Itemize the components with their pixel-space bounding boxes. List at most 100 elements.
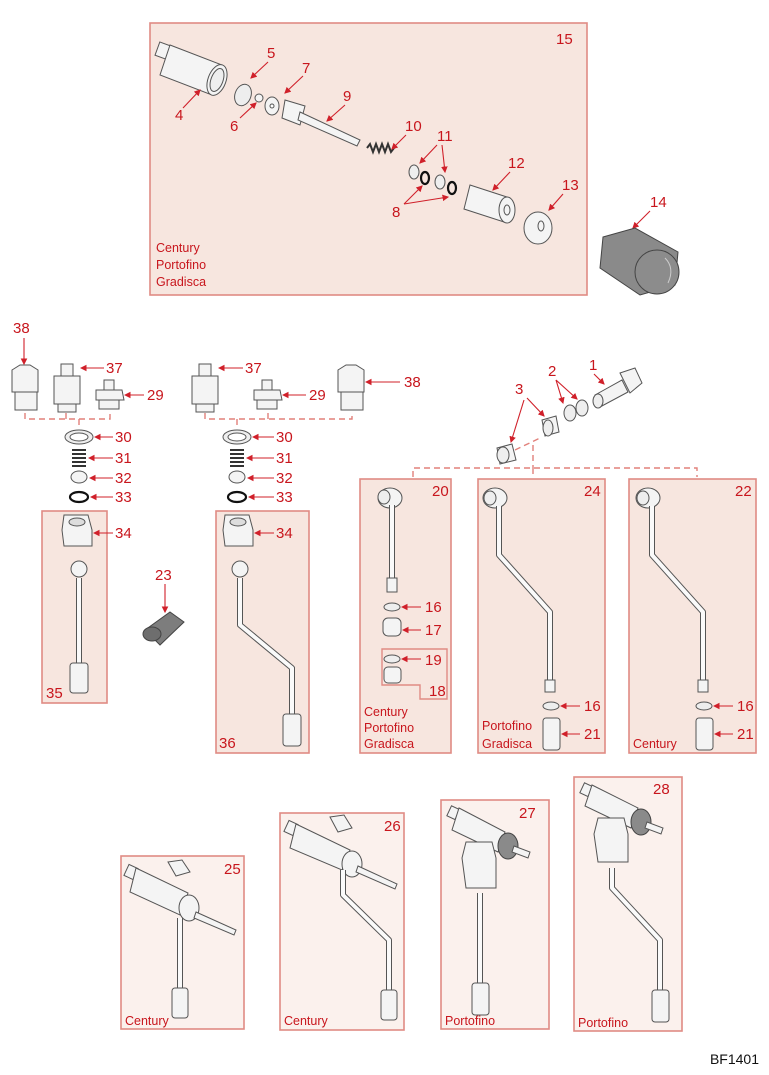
callout-33: 33 bbox=[115, 489, 132, 506]
part-38-adapter bbox=[337, 364, 365, 411]
model-century: Century bbox=[125, 1014, 170, 1028]
group-27: 27 Portofino bbox=[440, 799, 550, 1030]
part-8-oring bbox=[419, 170, 431, 186]
part-33-oring bbox=[68, 490, 90, 504]
part-32-valve-cup bbox=[228, 470, 246, 484]
part-8-oring bbox=[446, 180, 458, 196]
callout-25: 25 bbox=[224, 861, 241, 878]
model-portofino: Portofino bbox=[578, 1016, 628, 1030]
part-13-cap-nut bbox=[523, 211, 553, 245]
callout-30: 30 bbox=[115, 429, 132, 446]
group-28: 28 Portofino bbox=[573, 776, 683, 1032]
callout-34: 34 bbox=[276, 525, 293, 542]
part-16-ring bbox=[542, 701, 560, 711]
connector-dashed bbox=[24, 413, 111, 420]
part-4-valve-body bbox=[154, 41, 228, 96]
callout-38: 38 bbox=[13, 320, 30, 337]
part-17-nut bbox=[382, 617, 402, 637]
model-gradisca: Gradisca bbox=[364, 737, 414, 751]
part-9-stem bbox=[281, 99, 361, 147]
part-5-gasket bbox=[234, 83, 252, 107]
left-fitting-set: 38 37 29 30 31 32 bbox=[11, 320, 164, 704]
part-32-valve-cup bbox=[70, 470, 88, 484]
group-15: 15 Century Portofino Gradisca bbox=[149, 22, 588, 296]
callout-14: 14 bbox=[650, 194, 667, 211]
group-26: 26 Century bbox=[279, 812, 405, 1031]
callout-33: 33 bbox=[276, 489, 293, 506]
callout-30: 30 bbox=[276, 429, 293, 446]
part-33-oring bbox=[226, 490, 248, 504]
part-12-fitting bbox=[463, 184, 516, 224]
callout-10: 10 bbox=[405, 118, 422, 135]
callout-16: 16 bbox=[425, 599, 442, 616]
model-portofino: Portofino bbox=[156, 258, 206, 272]
callout-15: 15 bbox=[556, 31, 573, 48]
part-11-washer bbox=[408, 164, 420, 180]
model-century: Century bbox=[364, 705, 409, 719]
part-29-adapter bbox=[95, 379, 125, 410]
part-38-adapter bbox=[11, 364, 39, 411]
part-21-sleeve bbox=[695, 717, 714, 751]
part-31-spring bbox=[230, 449, 244, 467]
callout-29: 29 bbox=[147, 387, 164, 404]
callout-24: 24 bbox=[584, 483, 601, 500]
callout-8: 8 bbox=[392, 204, 400, 221]
connector-dashed bbox=[204, 413, 353, 420]
callout-35: 35 bbox=[46, 685, 63, 702]
part-23-clip: 23 bbox=[142, 567, 185, 646]
callout-27: 27 bbox=[519, 805, 536, 822]
inlet-fitting-set: 1 2 3 bbox=[412, 357, 698, 477]
callout-34: 34 bbox=[115, 525, 132, 542]
group-25: 25 Century bbox=[120, 855, 245, 1030]
callout-21: 21 bbox=[584, 726, 601, 743]
callout-3: 3 bbox=[515, 381, 523, 398]
part-10-spring bbox=[366, 141, 395, 155]
part-1-bolt bbox=[592, 367, 643, 409]
part-37-adapter bbox=[53, 363, 81, 413]
group-36: 36 bbox=[215, 510, 310, 754]
callout-16: 16 bbox=[584, 698, 601, 715]
callout-21: 21 bbox=[737, 726, 754, 743]
group-35: 35 bbox=[41, 510, 108, 704]
callout-22: 22 bbox=[735, 483, 752, 500]
part-21-sleeve bbox=[542, 717, 561, 751]
part-16-ring bbox=[383, 602, 401, 612]
group-20: 20 16 17 19 18 Century Portofino Gradisc… bbox=[359, 478, 452, 754]
callout-23: 23 bbox=[155, 567, 172, 584]
callout-31: 31 bbox=[276, 450, 293, 467]
callout-37: 37 bbox=[106, 360, 123, 377]
callout-28: 28 bbox=[653, 781, 670, 798]
callout-1: 1 bbox=[589, 357, 597, 374]
model-portofino: Portofino bbox=[445, 1014, 495, 1028]
part-19-ring bbox=[383, 654, 401, 664]
model-portofino: Portofino bbox=[364, 721, 414, 735]
drawing-code: BF1401 bbox=[709, 1051, 759, 1067]
callout-13: 13 bbox=[562, 177, 579, 194]
callout-6: 6 bbox=[230, 118, 238, 135]
callout-11: 11 bbox=[437, 128, 453, 145]
model-gradisca: Gradisca bbox=[156, 275, 206, 289]
part-29-adapter bbox=[253, 379, 283, 410]
model-gradisca: Gradisca bbox=[482, 737, 532, 751]
callout-36: 36 bbox=[219, 735, 236, 752]
callout-32: 32 bbox=[115, 470, 132, 487]
group-22-box bbox=[628, 478, 757, 754]
callout-26: 26 bbox=[384, 818, 401, 835]
part-31-spring bbox=[72, 449, 86, 467]
middle-fitting-set: 37 29 38 30 31 32 33 bbox=[191, 360, 421, 754]
model-century: Century bbox=[156, 241, 201, 255]
part-37-adapter bbox=[191, 363, 219, 413]
group-20-box bbox=[359, 478, 452, 754]
callout-20: 20 bbox=[432, 483, 449, 500]
callout-32: 32 bbox=[276, 470, 293, 487]
callout-29: 29 bbox=[309, 387, 326, 404]
group-24: 24 16 21 Portofino Gradisca bbox=[477, 478, 606, 754]
callout-12: 12 bbox=[508, 155, 525, 172]
callout-9: 9 bbox=[343, 88, 351, 105]
callout-4: 4 bbox=[175, 107, 183, 124]
part-6-nut bbox=[254, 93, 264, 103]
callout-19: 19 bbox=[425, 652, 442, 669]
callout-5: 5 bbox=[267, 45, 275, 62]
callout-38: 38 bbox=[404, 374, 421, 391]
